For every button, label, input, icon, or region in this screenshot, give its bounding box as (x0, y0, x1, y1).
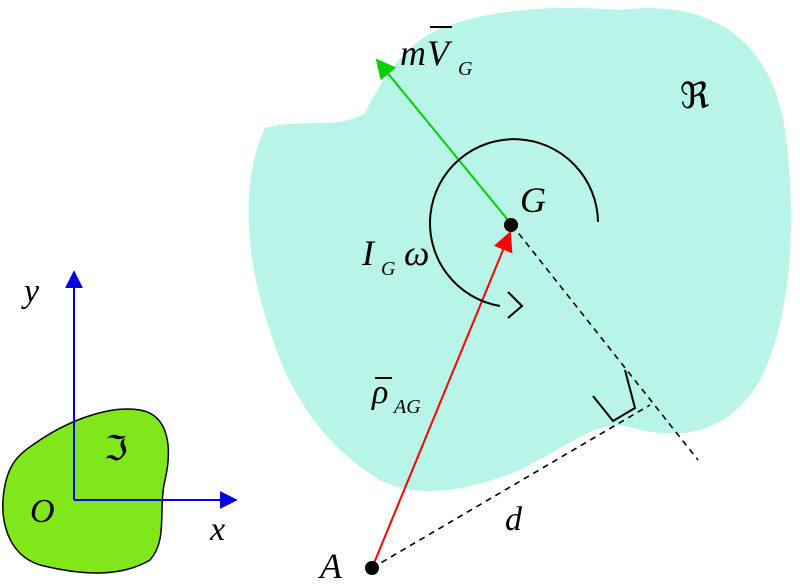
x-axis-label: x (209, 511, 225, 548)
angular-momentum-arc (429, 138, 599, 307)
momentum-label: m V G (400, 26, 473, 80)
distance-label: d (505, 501, 523, 538)
ground-body-label: ℑ (104, 431, 128, 468)
rigid-body-label: ℜ (680, 76, 709, 116)
position-rho: ρ (371, 374, 388, 411)
momentum-m: m (400, 33, 426, 73)
angular-omega: ω (404, 233, 429, 273)
line-of-action-dashed (511, 224, 699, 461)
ground-body-region (2, 408, 170, 574)
center-of-mass-point (504, 218, 518, 232)
point-a (365, 561, 379, 575)
position-label: ρ AG (371, 374, 421, 418)
angular-subscript: G (381, 258, 396, 280)
rigid-body-region (248, 7, 792, 491)
angular-arrow-head (507, 291, 524, 319)
right-angle-marker (592, 369, 637, 423)
angular-momentum-label: I G ω (361, 233, 429, 280)
momentum-vector-arrow (375, 58, 513, 226)
position-vector-arrow (371, 231, 513, 569)
momentum-v: V (427, 33, 453, 73)
y-axis-label: y (21, 273, 40, 310)
angular-i: I (361, 233, 376, 273)
point-a-label: A (318, 546, 343, 586)
origin-label: O (30, 493, 55, 530)
position-subscript: AG (392, 396, 421, 418)
perpendicular-distance-dashed (371, 404, 651, 569)
center-of-mass-label: G (520, 180, 546, 220)
momentum-subscript: G (458, 58, 473, 80)
